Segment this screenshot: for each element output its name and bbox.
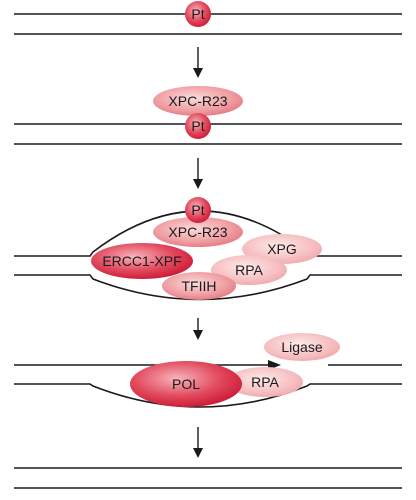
arrow-down-icon [193,158,203,189]
stage-1-damaged-dna: Pt [14,1,402,35]
xpc-r23-protein: XPC-R23 [153,86,243,116]
ercc1-xpf-label: ERCC1-XPF [102,253,181,269]
rpa-label: RPA [235,262,263,278]
arrow-down-icon [193,318,203,340]
ercc1-xpf-protein: ERCC1-XPF [91,243,193,279]
pt-label: Pt [191,6,204,22]
xpg-label: XPG [267,241,297,257]
tfiih-protein: TFIIH [162,272,236,300]
ligase-protein: Ligase [264,333,340,361]
tfiih-label: TFIIH [182,278,217,294]
stage-3-open-complex: XPG XPC-R23 Pt RPA TFIIH ERCC1-XPF [14,197,402,301]
arrow-down-icon [193,47,203,78]
xpc-r23-label: XPC-R23 [168,93,227,109]
arrow-down-icon [193,427,203,458]
rpa-protein: RPA [227,367,303,397]
dna-bottom-strand [14,383,402,408]
pt-adduct: Pt [185,1,211,27]
pt-label: Pt [191,202,204,218]
stage-4-repair-synthesis: Ligase RPA POL [14,333,402,408]
pt-label: Pt [191,118,204,134]
pol-protein: POL [130,361,242,407]
pol-label: POL [172,376,200,392]
pt-adduct: Pt [185,113,211,139]
xpc-r23-label: XPC-R23 [168,224,227,240]
rpa-protein: RPA [211,255,287,285]
ligase-label: Ligase [281,339,322,355]
xpc-r23-protein: XPC-R23 [153,217,243,247]
pt-adduct: Pt [185,197,211,223]
rpa-label: RPA [251,374,279,390]
stage-5-repaired-dna [14,467,402,489]
stage-2-recognition: XPC-R23 Pt [14,86,402,145]
